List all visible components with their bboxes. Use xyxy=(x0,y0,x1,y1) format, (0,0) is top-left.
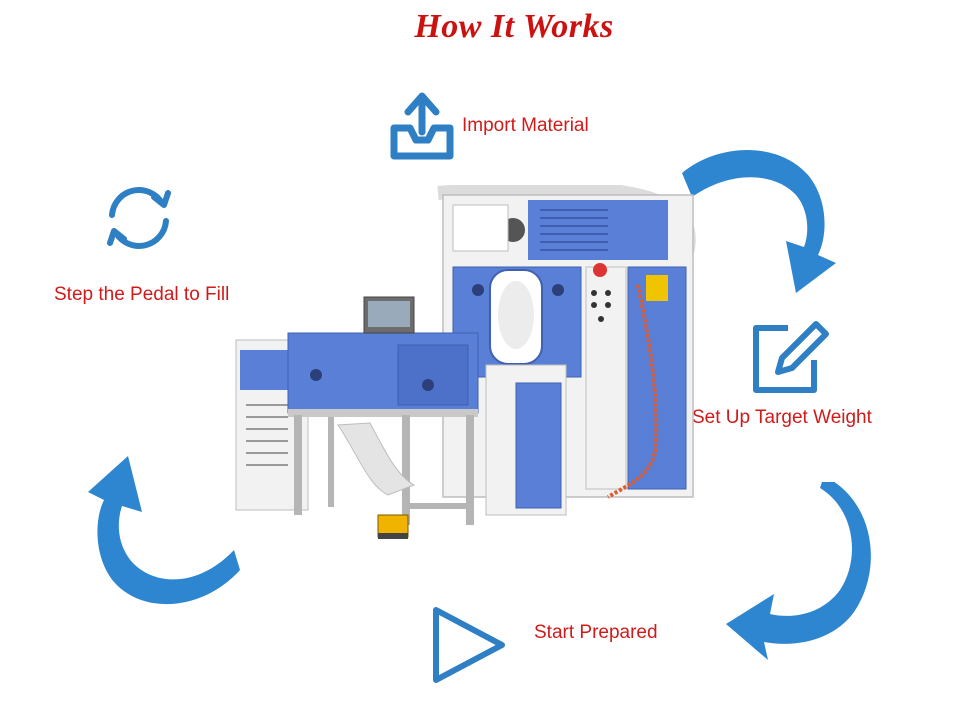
edit-pen-icon xyxy=(753,321,829,393)
step-label-weight: Set Up Target Weight xyxy=(692,407,872,428)
refresh-icon xyxy=(107,187,171,249)
arrow-import-to-weight xyxy=(682,150,836,293)
filling-machine-image xyxy=(235,185,696,539)
arrow-start-to-pedal xyxy=(88,456,240,605)
step-label-start: Start Prepared xyxy=(534,622,658,643)
arrow-weight-to-start xyxy=(726,482,871,660)
play-icon xyxy=(433,607,505,683)
diagram-title: How It Works xyxy=(414,8,614,45)
step-label-pedal: Step the Pedal to Fill xyxy=(54,284,230,305)
step-label-import: Import Material xyxy=(462,115,589,136)
import-tray-icon xyxy=(390,92,454,160)
